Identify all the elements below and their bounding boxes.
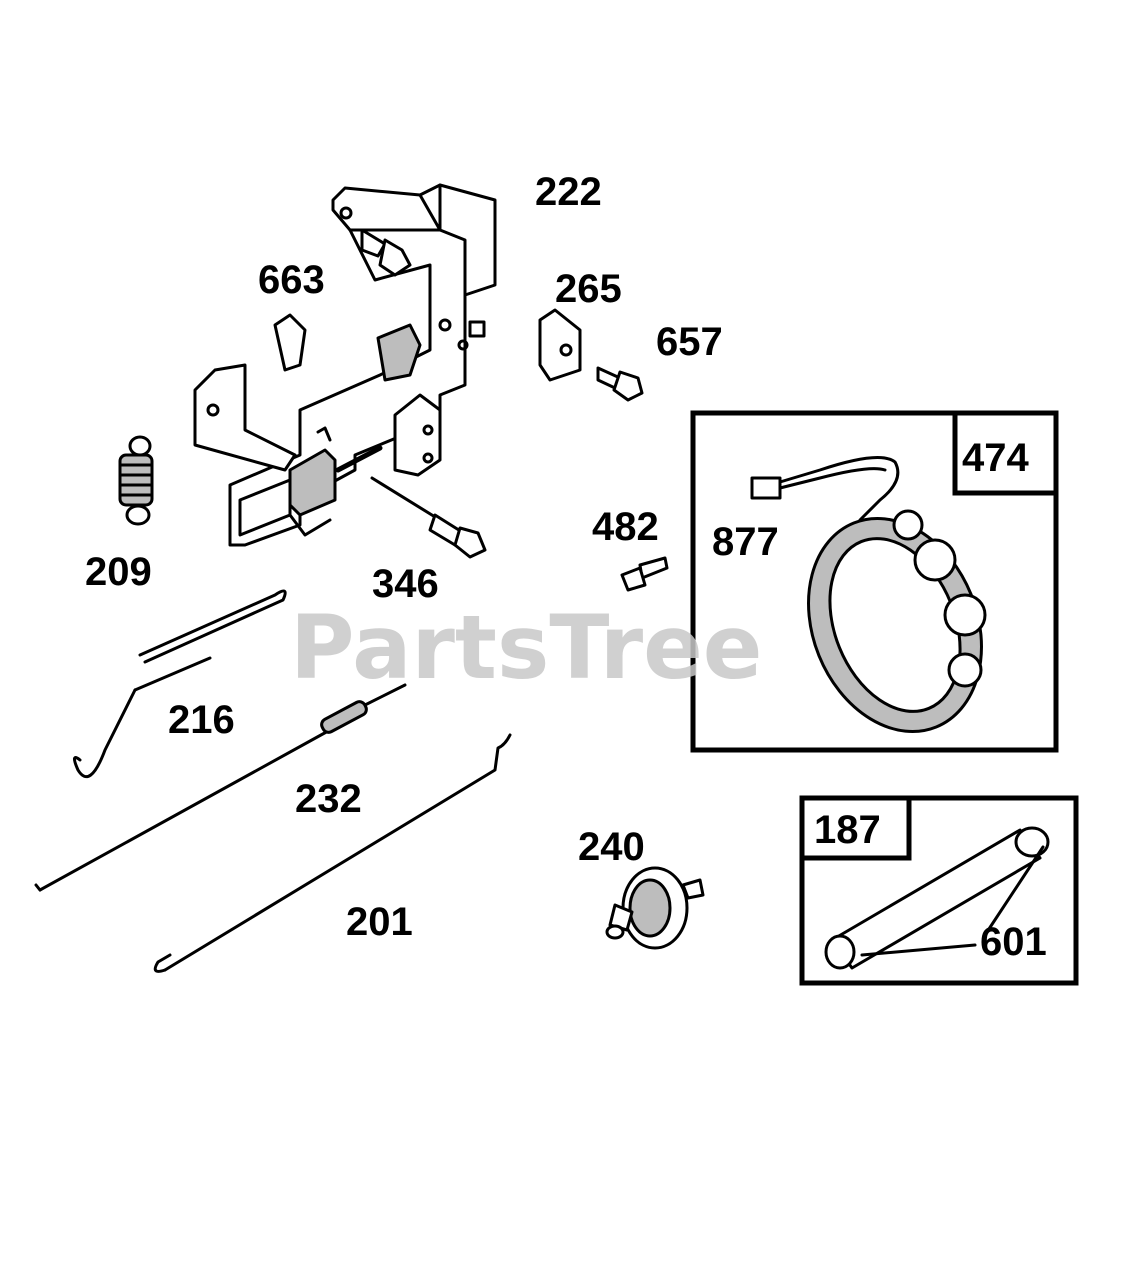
part-240-primer-bulb[interactable] [605,866,705,950]
part-209-spring[interactable] [118,435,154,526]
label-474: 474 [962,436,1029,480]
label-240: 240 [578,825,645,869]
label-216: 216 [168,698,235,742]
label-209: 209 [85,550,152,594]
part-201-rod[interactable] [153,733,512,973]
label-222: 222 [535,170,602,214]
part-657-screw[interactable] [596,366,644,402]
part-187-box[interactable] [799,795,1079,986]
part-232-spring-wire[interactable] [34,683,407,892]
label-877: 877 [712,520,779,564]
part-474-box[interactable] [690,410,1059,758]
part-346-bolt[interactable] [370,476,487,559]
watermark-text: PartsTree [290,596,762,699]
part-216-link[interactable] [73,589,287,779]
label-482: 482 [592,505,659,549]
label-346: 346 [372,562,439,606]
part-663-bolt[interactable] [360,228,412,277]
label-601: 601 [980,920,1047,964]
label-187: 187 [814,808,881,852]
part-265-clip[interactable] [538,308,582,382]
label-265: 265 [555,267,622,311]
part-222-control-bracket[interactable] [193,183,497,547]
label-232: 232 [295,777,362,821]
label-663: 663 [258,258,325,302]
part-482-screw[interactable] [620,556,669,592]
label-201: 201 [346,900,413,944]
label-657: 657 [656,320,723,364]
